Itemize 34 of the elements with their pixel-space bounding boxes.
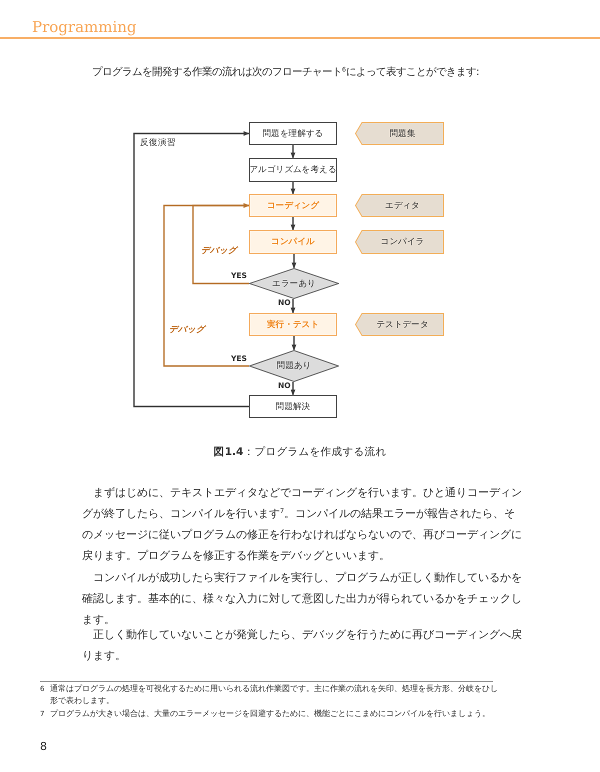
- footnote-text: プログラムが大きい場合は、大量のエラーメッセージを回避するために、機能ごとにこまめにコンパイルを行いましょう。: [50, 708, 490, 720]
- body-paragraph: まずはじめに、テキストエディタなどでコーディングを行います。ひと通りコーディングが終了したら、コンパイルを行います$^{7}$。コンパイルの結果エラーが報告されたら、そのメッセージに従いプログラムの修正を行わなければならないので、再びコーディングに戻ります。プログラムを修正する作業をデバッグといいます。: [82, 485, 522, 564]
- process-box: 問題を理解する: [249, 122, 337, 145]
- resource-tag: 問題集: [355, 122, 444, 145]
- process-box: 問題解決: [249, 395, 337, 418]
- arrow: [290, 145, 296, 159]
- figure-caption: 図1.4：プログラムを作成する流れ: [212, 445, 388, 459]
- resource-tag: テストデータ: [355, 313, 444, 336]
- process-box: コンパイル: [249, 230, 337, 254]
- process-box: アルゴリズムを考える: [249, 158, 337, 182]
- arrow: [163, 203, 250, 367]
- loop-label: デバッグ: [201, 245, 237, 257]
- footnote-text: 通常はプログラムの処理を可視化するために用いられる流れ作業図です。主に作業の流れを矢印、処理を長方形、分岐をひし形で表わします。: [50, 683, 499, 707]
- body-paragraph: コンパイルが成功したら実行ファイルを実行し、プログラムが正しく動作しているかを確認します。基本的に、様々な入力に対して意図した出力が得られているかをチェックします。: [82, 570, 522, 628]
- intro-text: プログラムを開発する作業の流れは次のフローチャート$^{6}$によって表すことができます:: [92, 65, 480, 79]
- body-paragraph: 正しく動作していないことが発覚したら、デバッグを行うために再びコーディングへ戻ります。: [82, 627, 522, 664]
- process-box: コーディング: [249, 194, 337, 217]
- decision-diamond: 問題あり: [249, 350, 339, 382]
- arrow: [290, 217, 296, 231]
- arrow: [292, 336, 296, 351]
- resource-tag: コンパイラ: [355, 230, 444, 254]
- resource-tag: エディタ: [355, 194, 444, 217]
- process-box: 実行・テスト: [249, 313, 337, 336]
- page-number: 8: [40, 740, 47, 753]
- decision-diamond: エラーあり: [249, 268, 339, 299]
- edge-label: 反復演習: [140, 137, 176, 149]
- arrow: [290, 299, 296, 314]
- header-title: Programming: [32, 18, 137, 36]
- arrow: [133, 131, 250, 408]
- arrow: [292, 254, 296, 269]
- arrow: [290, 382, 296, 396]
- arrow: [192, 203, 250, 284]
- loop-label: デバッグ: [169, 324, 205, 336]
- arrow: [290, 182, 296, 195]
